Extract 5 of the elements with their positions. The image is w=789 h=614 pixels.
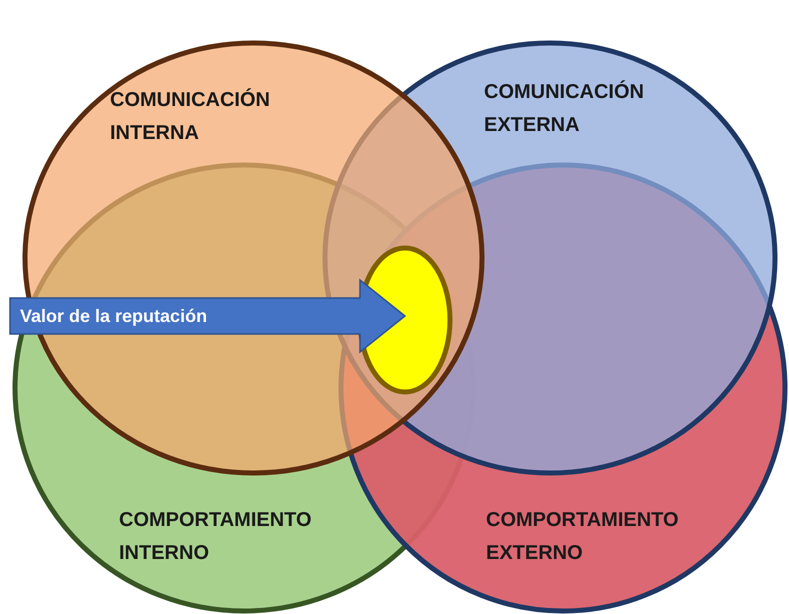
- circle-label: COMPORTAMIENTO INTERNO: [119, 508, 313, 566]
- circle-label: COMUNICACIÓN INTERNA: [110, 87, 271, 146]
- circle-label: COMUNICACIÓN EXTERNA: [484, 79, 645, 138]
- arrow-label: Valor de la reputación: [20, 305, 208, 328]
- circle-label: COMPORTAMIENTO EXTERNO: [486, 508, 680, 566]
